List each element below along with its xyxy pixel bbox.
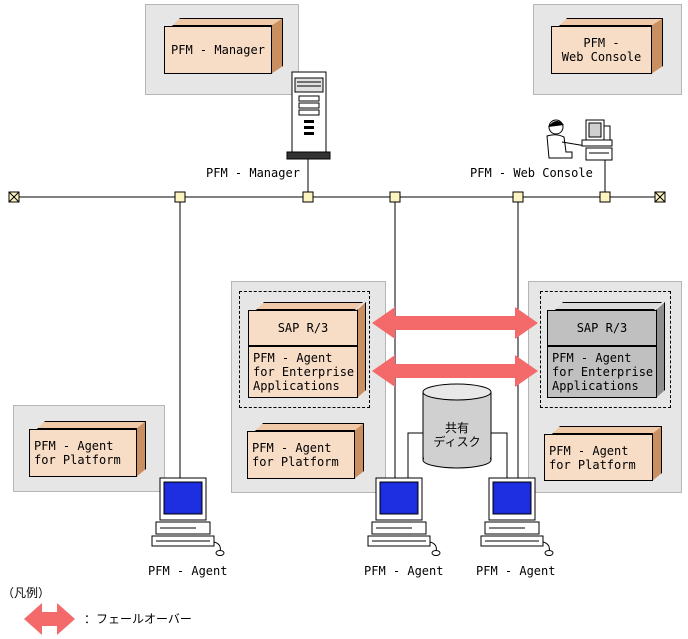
terminator-left [8,191,20,203]
node-agent-mid [389,191,401,203]
node-agent-left [174,191,186,203]
agent-platform-standby-box: PFM - Agent for Platform [544,434,653,481]
failover-arrow-bottom [372,355,538,387]
legend-failover-arrow [24,603,75,635]
agent-enterprise-active-box: PFM - Agent for Enterprise Applications [248,346,358,398]
terminator-right [654,191,666,203]
disk-link-left [407,432,423,485]
agent-computer-left-icon [151,477,225,556]
disk-link-right [491,432,508,485]
failover-arrow-top [372,307,538,339]
legend-title: （凡例） [2,586,51,600]
agent-host-label-left: PFM - Agent [148,564,228,578]
user-workstation-icon [546,119,613,161]
server-tower-icon [286,71,331,160]
sap-active-box: SAP R/3 [248,310,358,346]
manager-component-box: PFM - Manager [164,26,272,74]
logical-host-group-active [239,291,370,408]
sap-standby-box: SAP R/3 [547,310,657,346]
agent-computer-mid-icon [367,477,441,556]
agent-platform-left-box: PFM - Agent for Platform [29,429,137,477]
agent-platform-active-box: PFM - Agent for Platform [247,431,355,479]
agent-host-label-right: PFM - Agent [476,564,556,578]
agent-computer-right-icon [480,477,554,556]
webconsole-host-label: PFM - Web Console [470,166,593,180]
manager-host-label: PFM - Manager [206,166,300,180]
agent-enterprise-standby-box: PFM - Agent for Enterprise Applications [547,346,657,398]
node-agent-right [512,191,524,203]
node-webconsole [599,191,611,203]
logical-host-group-standby [540,291,671,408]
shared-disk-icon [422,383,492,469]
agent-host-label-mid: PFM - Agent [364,564,444,578]
legend-failover-text: ：フェールオーバー [84,612,192,626]
node-manager [302,191,314,203]
webconsole-component-box: PFM - Web Console [551,26,652,74]
shared-disk-label: 共有 ディスク [433,421,481,449]
